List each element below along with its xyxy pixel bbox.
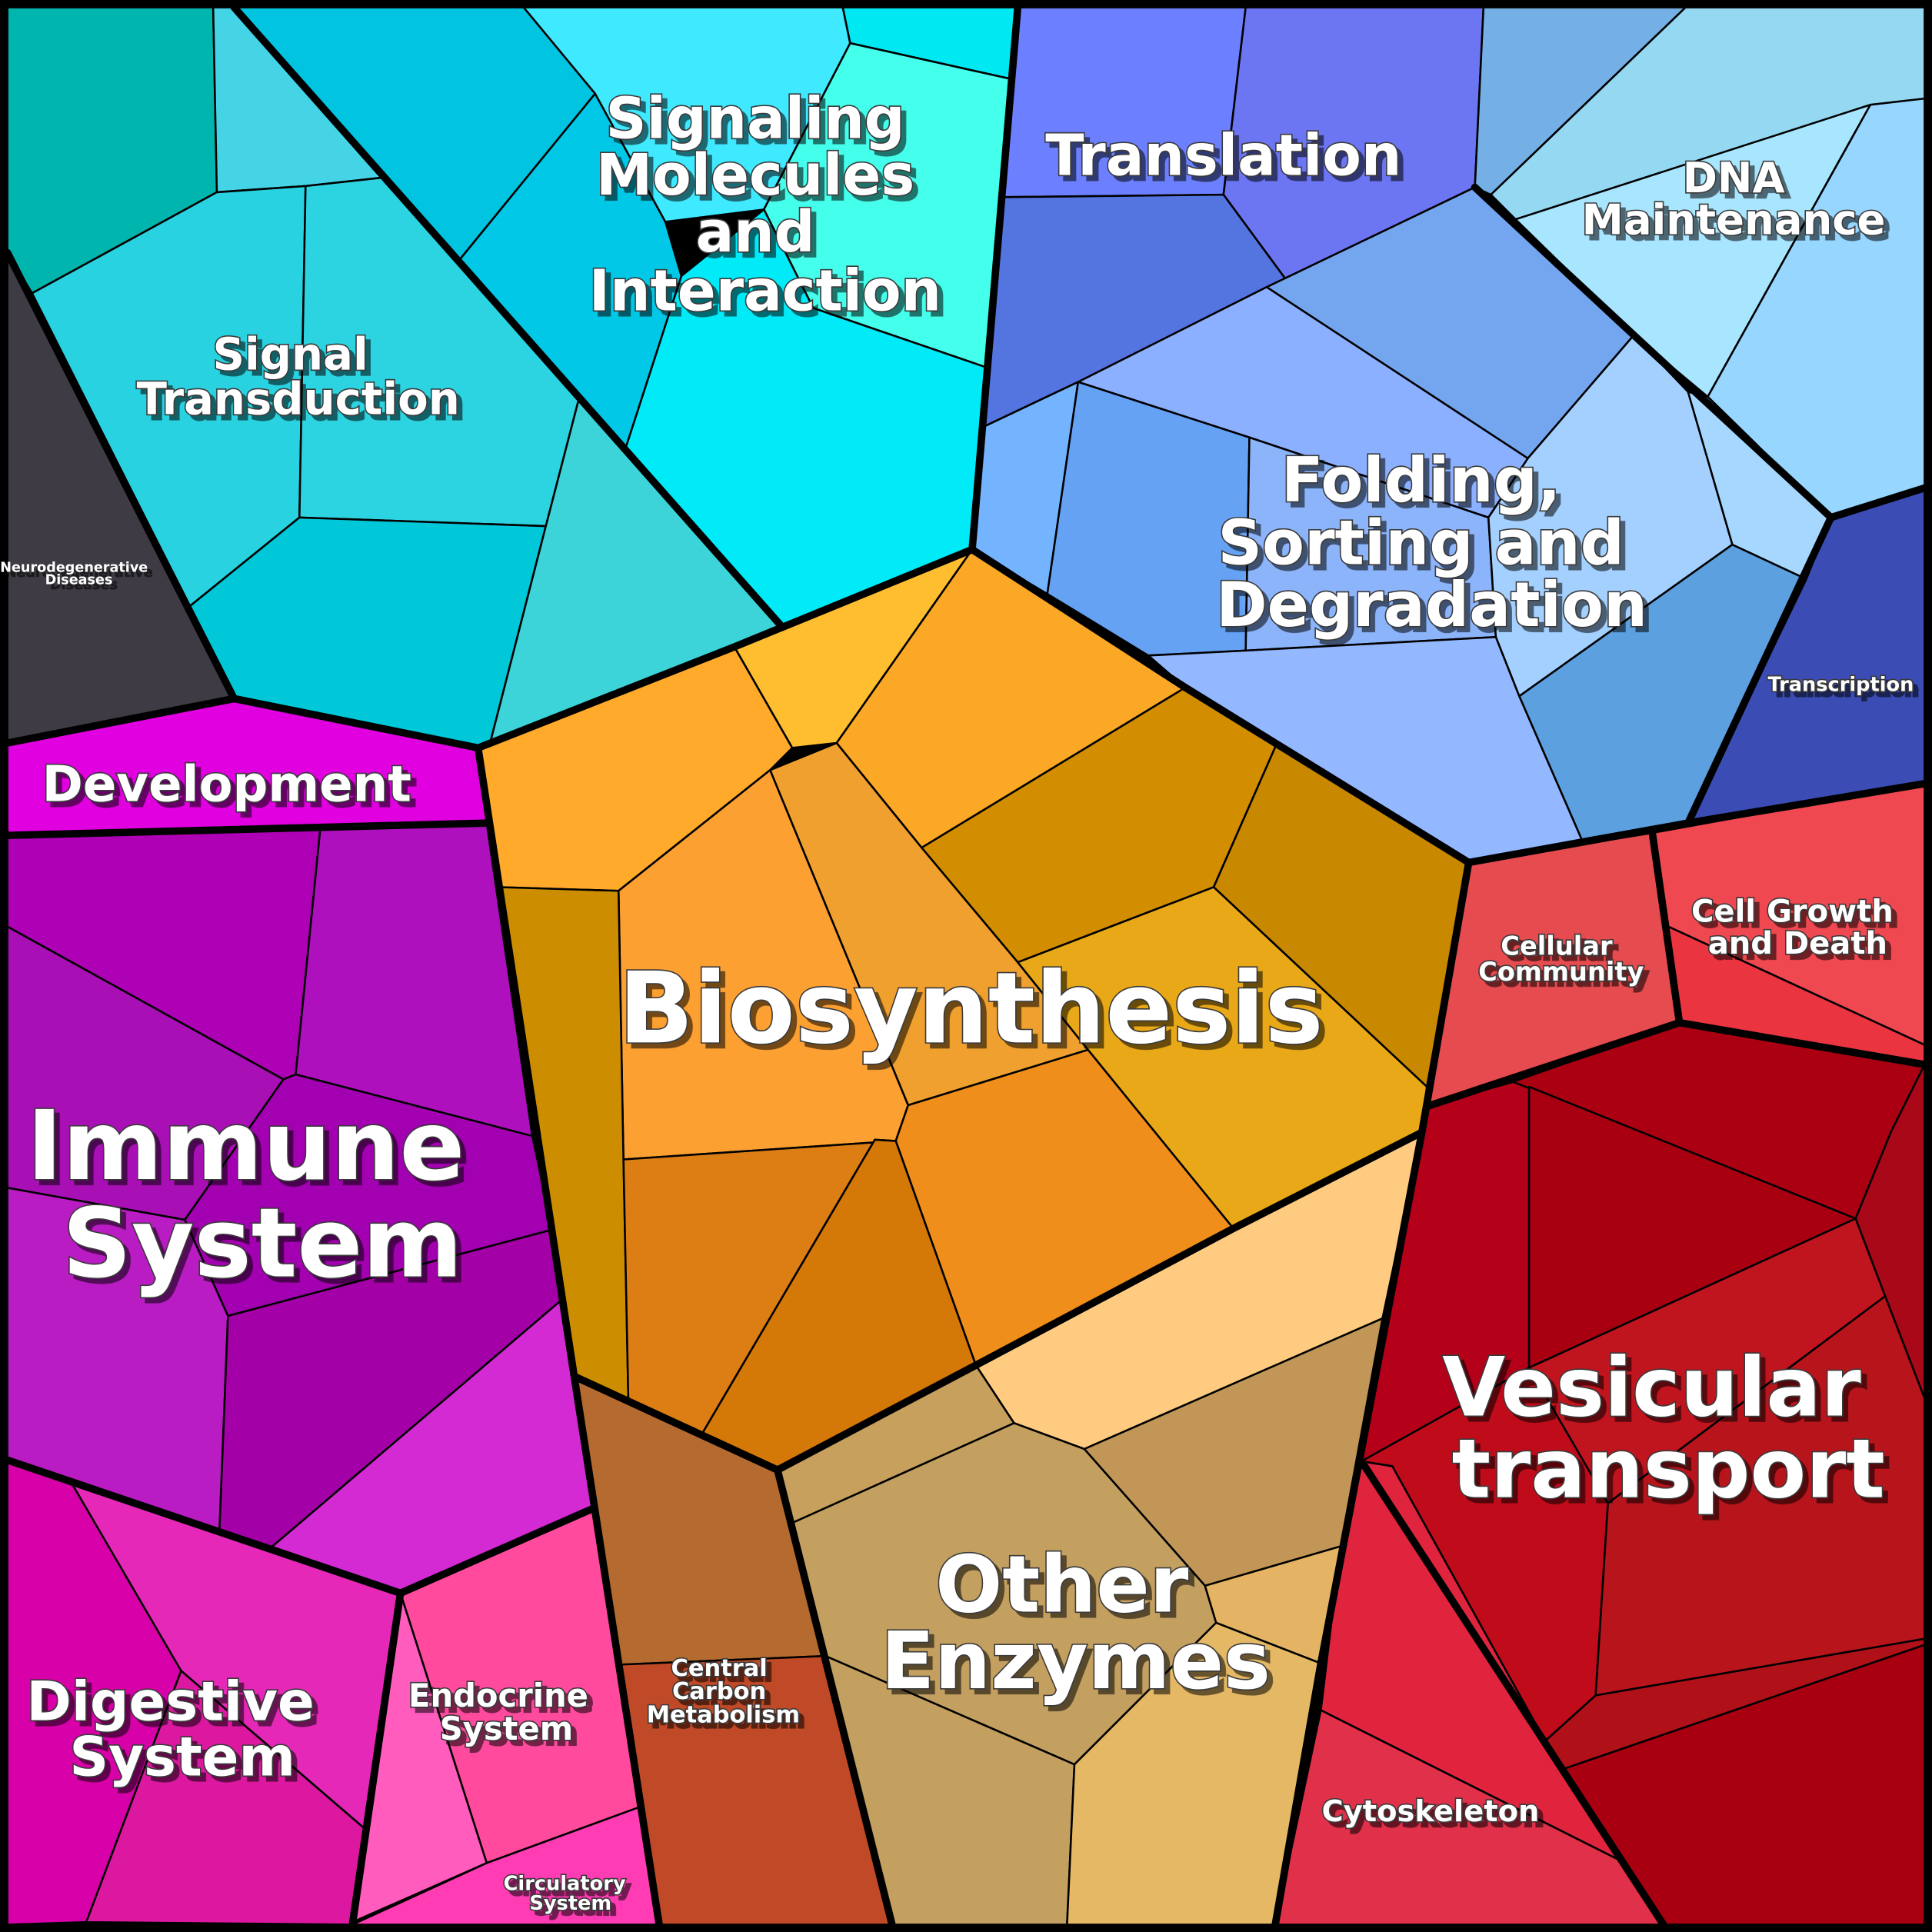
region-central-carbon[interactable] xyxy=(573,1375,894,1926)
label-signal-transduction: Signal Transduction xyxy=(137,328,460,425)
region-vesicular[interactable] xyxy=(1360,1021,1926,1926)
label-development: Development xyxy=(42,756,411,813)
label-endocrine: Endocrine System xyxy=(408,1677,599,1747)
region-endocrine[interactable] xyxy=(351,1507,661,1926)
label-central-carbon: Central Carbon Metabolism xyxy=(647,1655,800,1729)
label-biosynthesis: Biosynthesis xyxy=(618,951,1324,1066)
label-neurodegenerative: Neurodegenerative Diseases xyxy=(0,560,152,588)
label-circulatory: Circulatory System xyxy=(504,1873,633,1916)
label-digestive: Digestive System xyxy=(26,1670,333,1788)
region-immune[interactable] xyxy=(6,821,595,1594)
label-transcription: Transcription xyxy=(1767,674,1914,697)
region-biosynthesis[interactable] xyxy=(477,548,1470,1471)
label-cellular-community: Cellular Community xyxy=(1478,931,1644,988)
label-cytoskeleton: Cytoskeleton xyxy=(1322,1794,1540,1829)
label-cell-growth: Cell Growth and Death xyxy=(1691,894,1904,961)
label-immune: Immune System xyxy=(27,1091,498,1300)
region-signal-transduction[interactable] xyxy=(6,6,782,749)
label-dna-maintenance: DNA Maintenance xyxy=(1582,153,1886,244)
label-vesicular: Vesicular transport xyxy=(1442,1341,1889,1517)
label-folding: Folding, Sorting and Degradation xyxy=(1216,445,1647,641)
region-folding[interactable] xyxy=(971,186,1807,864)
label-signaling-molecules: Signaling Molecules and Interaction xyxy=(589,86,941,324)
region-signaling-molecules[interactable] xyxy=(233,6,1019,628)
labels: Signaling Molecules and Interaction Sign… xyxy=(0,85,1915,1917)
label-translation: Translation xyxy=(1045,123,1401,188)
label-other-enzymes: Other Enzymes xyxy=(881,1539,1271,1707)
